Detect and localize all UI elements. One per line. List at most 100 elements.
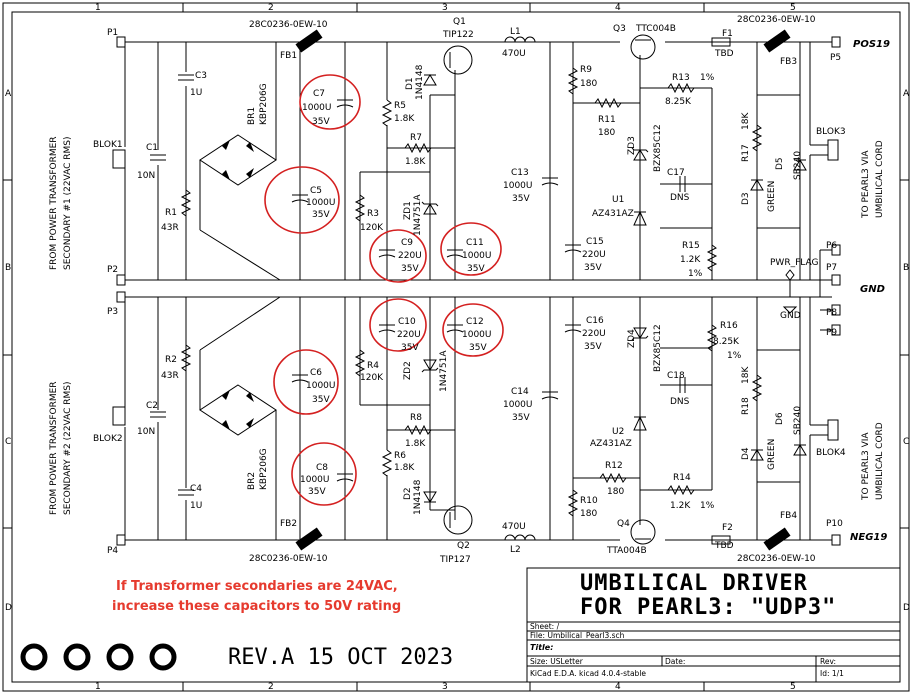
c11-ref: C11 <box>466 238 484 248</box>
border-col-1: 1 <box>95 3 101 13</box>
r9-value: 180 <box>580 79 597 89</box>
f2-value: TBD <box>714 541 734 551</box>
r2-value: 43R <box>161 371 179 381</box>
r11-value: 180 <box>598 128 615 138</box>
r18-ref: R18 <box>741 397 751 415</box>
net-neg19: NEG19 <box>850 532 887 543</box>
r4-ref: R4 <box>367 361 379 371</box>
d1-value: 1N4148 <box>415 64 425 100</box>
net-gnd: GND <box>860 284 885 295</box>
l1-value: 470U <box>502 49 526 59</box>
title-block: UMBILICAL DRIVER FOR PEARL3: "UDP3" Shee… <box>526 567 901 683</box>
r3-value: 120K <box>360 223 384 233</box>
mounting-hole-2 <box>63 643 91 671</box>
border-row-d: D <box>5 603 12 613</box>
c14-ref: C14 <box>511 387 529 397</box>
conn-p4: P4 <box>107 546 118 556</box>
r3-ref: R3 <box>367 209 379 219</box>
r9-ref: R9 <box>580 65 592 75</box>
q1-value: TIP122 <box>442 30 474 40</box>
c2-value: 10N <box>137 427 155 437</box>
d2-ref: D2 <box>403 487 413 500</box>
r4-value: 120K <box>360 373 384 383</box>
c5-rating: 35V <box>312 210 330 220</box>
d1-ref: D1 <box>405 77 415 90</box>
r15-value: 1.2K <box>680 255 701 265</box>
border-row-a: A <box>5 89 12 99</box>
f2-ref: F2 <box>722 523 733 533</box>
l2-value: 470U <box>502 522 526 532</box>
right-bot-label-2: UMBILICAL CORD <box>875 422 885 500</box>
c12-rating: 35V <box>469 343 487 353</box>
fb1-part: 28C0236-0EW-10 <box>249 20 328 30</box>
f1-value: TBD <box>714 49 734 59</box>
zd1-value: 1N4751A <box>413 194 423 236</box>
r12-value: 180 <box>607 487 624 497</box>
component-labels: 28C0236-0EW-10 FB1 FB2 28C0236-0EW-10 FB… <box>137 15 816 565</box>
border-row-a-r: A <box>903 89 910 99</box>
br2-ref: BR2 <box>247 472 257 490</box>
c1-value: 10N <box>137 171 155 181</box>
revision-date: REV.A 15 OCT 2023 <box>228 645 453 670</box>
c4-ref: C4 <box>190 484 202 494</box>
mounting-holes <box>20 643 177 671</box>
r12-ref: R12 <box>605 461 623 471</box>
note-line-2: increase these capacitors to 50V rating <box>112 599 401 614</box>
conn-p9: P9 <box>826 328 837 338</box>
border-row-d-r: D <box>903 603 910 613</box>
side-labels: FROM POWER TRANSFORMER SECONDARY #1 (22V… <box>49 136 885 515</box>
border-col-5: 5 <box>790 3 796 13</box>
r14-ref: R14 <box>673 473 691 483</box>
r8-value: 1.8K <box>405 439 426 449</box>
c13-ref: C13 <box>511 168 529 178</box>
r7-ref: R7 <box>410 133 422 143</box>
note-line-1: If Transformer secondaries are 24VAC, <box>116 579 398 594</box>
border-col-3: 3 <box>442 3 448 13</box>
c17-value: DNS <box>670 193 690 203</box>
c9-value: 220U <box>398 251 422 261</box>
c10-ref: C10 <box>398 317 416 327</box>
tb-sheet: Sheet: / <box>530 622 560 631</box>
br2-value: KBP206G <box>259 448 269 490</box>
connectors: P1 P2 P3 P4 BLOK1 BLOK2 P5 P6 P7 P8 P9 P… <box>93 28 890 556</box>
r7-value: 1.8K <box>405 157 426 167</box>
pwr-flag-label: PWR_FLAG <box>770 258 818 268</box>
conn-p7: P7 <box>826 263 837 273</box>
r14-value: 1.2K <box>670 501 691 511</box>
c6-ref: C6 <box>310 368 322 378</box>
c15-rating: 35V <box>584 263 602 273</box>
br1-ref: BR1 <box>247 107 257 125</box>
c16-rating: 35V <box>584 342 602 352</box>
r13-value: 8.25K <box>665 97 692 107</box>
c5-value: 1000U <box>306 198 336 208</box>
q4-ref: Q4 <box>617 519 630 529</box>
right-top-label-2: UMBILICAL CORD <box>875 140 885 218</box>
zd3-ref: ZD3 <box>627 136 637 155</box>
fb4-part: 28C0236-0EW-10 <box>737 554 816 564</box>
wiring <box>124 41 832 541</box>
c13-rating: 35V <box>512 194 530 204</box>
zd1-ref: ZD1 <box>403 201 413 220</box>
c13-value: 1000U <box>503 181 533 191</box>
r15-tol: 1% <box>688 269 703 279</box>
c12-value: 1000U <box>462 330 492 340</box>
mounting-hole-4 <box>149 643 177 671</box>
c18-ref: C18 <box>667 371 685 381</box>
fb3-ref: FB3 <box>780 57 797 67</box>
net-pos19: POS19 <box>853 39 890 50</box>
c15-ref: C15 <box>586 237 604 247</box>
f1-ref: F1 <box>722 29 733 39</box>
r1-ref: R1 <box>165 208 177 218</box>
r11-ref: R11 <box>598 115 616 125</box>
c11-rating: 35V <box>467 264 485 274</box>
border-col-2: 2 <box>268 3 274 13</box>
u1-ref: U1 <box>612 195 624 205</box>
left-top-label-2: SECONDARY #1 (22VAC RMS) <box>63 136 73 270</box>
r10-value: 180 <box>580 509 597 519</box>
fb2-part: 28C0236-0EW-10 <box>249 554 328 564</box>
border-col-5b: 5 <box>790 682 796 692</box>
zd4-value: BZX85C12 <box>653 324 663 372</box>
border-row-b: B <box>5 263 11 273</box>
title-line-1: UMBILICAL DRIVER <box>580 571 808 596</box>
